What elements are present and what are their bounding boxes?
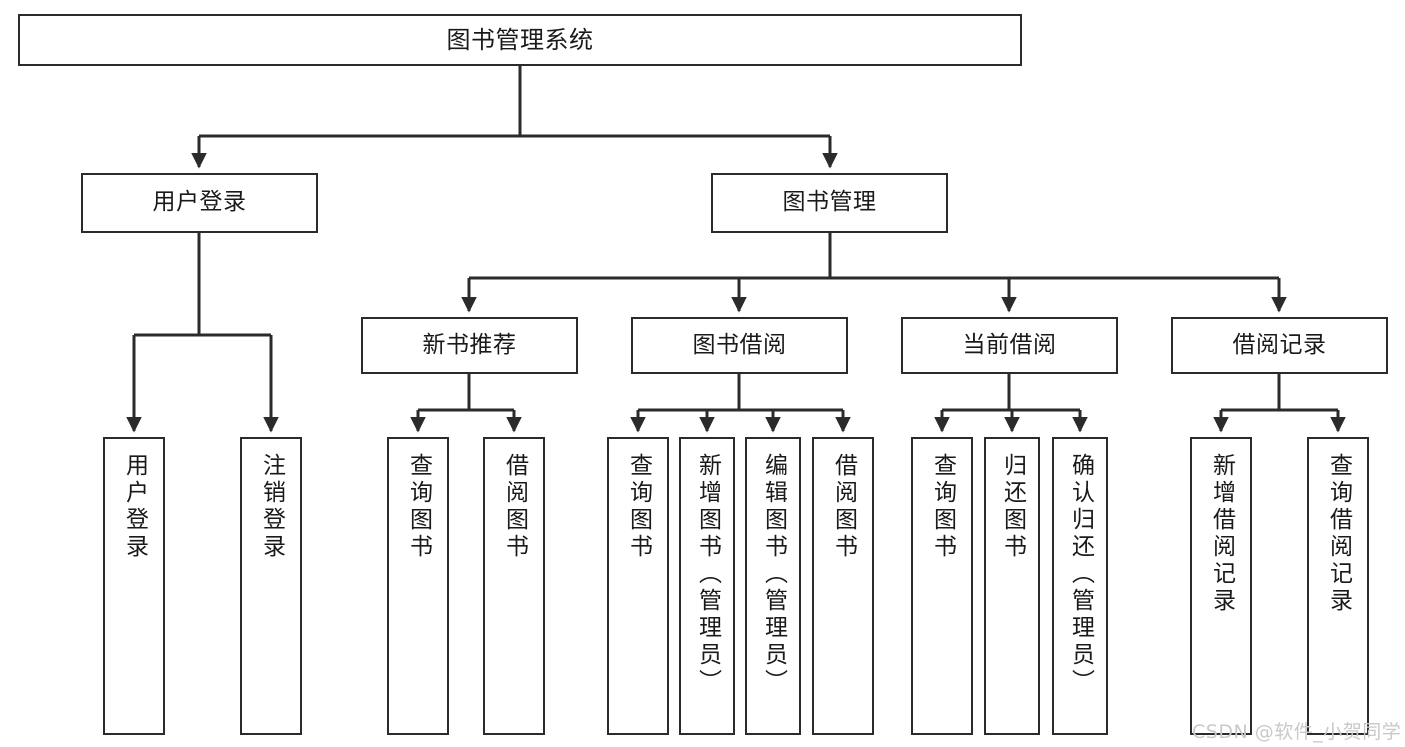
leaf-query-book-current[interactable]: 查询图书 xyxy=(911,437,973,735)
leaf-query-book-borrow[interactable]: 查询图书 xyxy=(607,437,669,735)
leaf-add-borrow-record[interactable]: 新增借阅记录 xyxy=(1190,437,1252,735)
leaf-user-login[interactable]: 用户登录 xyxy=(103,437,165,735)
node-label: 新增图书（管理员） xyxy=(694,453,721,696)
node-book-borrow[interactable]: 图书借阅 xyxy=(631,317,848,374)
leaf-query-book-recommendation[interactable]: 查询图书 xyxy=(387,437,449,735)
node-label: 图书借阅 xyxy=(692,331,787,358)
node-label: 用户登录 xyxy=(152,189,247,216)
leaf-borrow-book-recommendation[interactable]: 借阅图书 xyxy=(483,437,545,735)
node-book-management[interactable]: 图书管理 xyxy=(711,173,948,233)
leaf-edit-book-admin[interactable]: 编辑图书（管理员） xyxy=(745,437,801,735)
node-label: 查询借阅记录 xyxy=(1325,453,1352,615)
node-label: 归还图书 xyxy=(999,453,1026,561)
node-label: 查询图书 xyxy=(929,453,956,561)
leaf-return-book[interactable]: 归还图书 xyxy=(984,437,1040,735)
node-user-login[interactable]: 用户登录 xyxy=(81,173,318,233)
node-label: 新书推荐 xyxy=(422,331,517,358)
node-label: 借阅图书 xyxy=(830,453,857,561)
node-new-book-recommendation[interactable]: 新书推荐 xyxy=(361,317,578,374)
csdn-watermark: CSDN @软件_小贺同学 xyxy=(1192,721,1402,743)
node-root-book-management-system[interactable]: 图书管理系统 xyxy=(18,14,1022,66)
node-label: 当前借阅 xyxy=(962,331,1057,358)
node-label: 确认归还（管理员） xyxy=(1067,453,1094,696)
leaf-confirm-return-admin[interactable]: 确认归还（管理员） xyxy=(1052,437,1108,735)
node-label: 查询图书 xyxy=(625,453,652,561)
node-label: 新增借阅记录 xyxy=(1208,453,1235,615)
leaf-logout[interactable]: 注销登录 xyxy=(240,437,302,735)
leaf-query-borrow-record[interactable]: 查询借阅记录 xyxy=(1307,437,1369,735)
node-label: 用户登录 xyxy=(121,453,148,561)
node-label: 查询图书 xyxy=(405,453,432,561)
leaf-borrow-book[interactable]: 借阅图书 xyxy=(812,437,874,735)
node-label: 借阅图书 xyxy=(501,453,528,561)
node-label: 编辑图书（管理员） xyxy=(760,453,787,696)
node-label: 图书管理系统 xyxy=(446,25,594,54)
leaf-add-book-admin[interactable]: 新增图书（管理员） xyxy=(679,437,735,735)
node-label: 图书管理 xyxy=(782,189,877,216)
node-label: 注销登录 xyxy=(258,453,285,561)
node-borrow-record[interactable]: 借阅记录 xyxy=(1171,317,1388,374)
node-label: 借阅记录 xyxy=(1232,331,1327,358)
node-current-borrow[interactable]: 当前借阅 xyxy=(901,317,1118,374)
